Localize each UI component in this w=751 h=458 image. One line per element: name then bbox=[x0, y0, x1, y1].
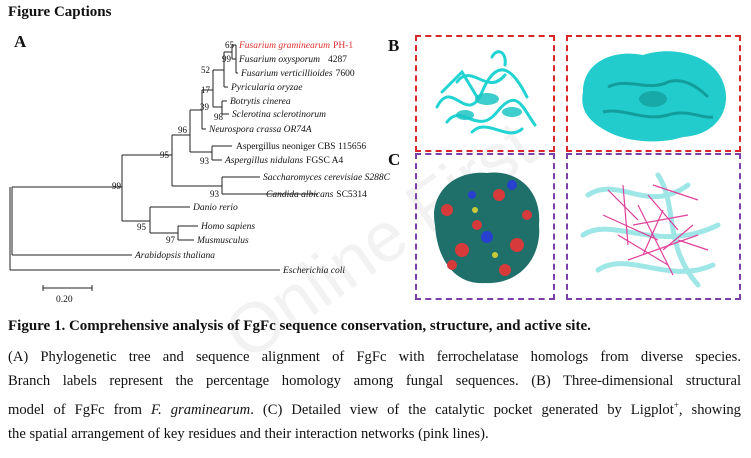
tree-branches bbox=[9, 44, 318, 291]
bootstrap-value: 95 bbox=[160, 150, 170, 160]
bootstrap-value: 97 bbox=[166, 235, 176, 245]
bootstrap-value: 99 bbox=[112, 181, 122, 191]
taxon-label: Sclerotina sclerotinorum bbox=[232, 110, 326, 120]
caption-line: model of FgFc from F. graminearum. (C) D… bbox=[8, 400, 741, 418]
taxon-label: Pyricularia oryzae bbox=[230, 83, 303, 93]
catalytic-pocket-surface-box bbox=[415, 153, 555, 300]
taxon-label: Saccharomyces cerevisiae S288C bbox=[263, 173, 391, 183]
taxon-label: Escherichia coli bbox=[282, 266, 345, 276]
bootstrap-value: 52 bbox=[201, 65, 210, 75]
panel-a-label: A bbox=[14, 32, 27, 51]
taxon-label: Arabidopsis thaliana bbox=[134, 251, 215, 261]
bootstrap-value: 98 bbox=[214, 112, 224, 122]
taxon-label: Homo sapiens bbox=[200, 222, 255, 232]
ribbon-model-image bbox=[435, 50, 537, 135]
bootstrap-value: 95 bbox=[137, 222, 147, 232]
bootstrap-value: 93 bbox=[200, 156, 210, 166]
taxon-label: Botrytis cinerea bbox=[230, 97, 291, 107]
figure-caption-body: (A) Phylogenetic tree and sequence align… bbox=[8, 345, 741, 446]
catalytic-pocket-surface-image bbox=[434, 172, 540, 284]
taxon-label: Neurospora crassa OR74A bbox=[208, 125, 312, 135]
panel-b-label: B bbox=[388, 36, 400, 55]
scale-bar-label: 0.20 bbox=[56, 295, 73, 305]
bootstrap-value: 65 bbox=[225, 40, 235, 50]
ligplot-interaction-image bbox=[580, 172, 721, 288]
bootstrap-value: 93 bbox=[210, 189, 220, 199]
bootstrap-value: 96 bbox=[178, 125, 188, 135]
caption-line: Branch labels represent the percentage h… bbox=[8, 373, 741, 389]
panel-c-label: C bbox=[388, 150, 401, 169]
surface-model-box bbox=[566, 35, 741, 152]
figure-title: Figure 1. Comprehensive analysis of FgFc… bbox=[8, 318, 591, 334]
taxon-label: Danio rerio bbox=[192, 203, 238, 213]
bootstrap-value: 99 bbox=[222, 54, 232, 64]
ribbon-model-box bbox=[415, 35, 555, 152]
taxon-label: Aspergillus neoniger CBS 115656 bbox=[236, 142, 366, 152]
caption-line: the spatial arrangement of key residues … bbox=[8, 425, 489, 442]
bootstrap-value: 17 bbox=[201, 85, 211, 95]
bootstrap-value: 39 bbox=[200, 102, 210, 112]
taxon-label: Musmusculus bbox=[196, 236, 249, 246]
caption-line: (A) Phylogenetic tree and sequence align… bbox=[8, 349, 741, 365]
surface-model-image bbox=[582, 51, 727, 142]
ligplot-interaction-box bbox=[566, 153, 741, 300]
figure-captions-heading: Figure Captions bbox=[8, 4, 112, 20]
